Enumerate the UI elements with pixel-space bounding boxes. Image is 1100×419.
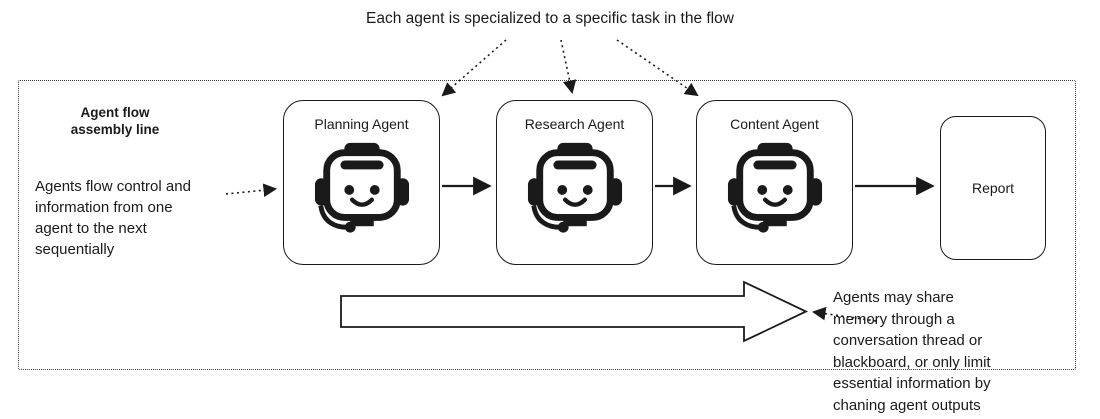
shared-memory-note: Agents may share memory through a conver… [833, 287, 1058, 416]
flow-control-note-line: sequentially [35, 241, 115, 258]
robot-headset-icon [527, 142, 622, 233]
assembly-line-label: Agent flow assembly line [45, 104, 185, 138]
agent-box-content: Content Agent [696, 100, 853, 265]
agent-box-title: Content Agent [730, 116, 819, 132]
assembly-line-label-line1: Agent flow [80, 105, 150, 120]
assembly-line-label-line2: assembly line [70, 122, 160, 137]
flow-control-note: Agents flow control and information from… [35, 176, 245, 260]
report-box: Report [940, 116, 1046, 260]
shared-memory-note-line: conversation thread or [833, 332, 983, 349]
agent-box-research: Research Agent [496, 100, 653, 265]
agent-box-title: Planning Agent [314, 116, 409, 132]
shared-memory-note-line: chaning agent outputs [833, 396, 981, 414]
assembly-line-boundary [18, 80, 1076, 370]
shared-memory-note-line: Agents may share [833, 289, 954, 306]
agent-box-planning: Planning Agent [283, 100, 440, 265]
shared-memory-note-line: memory through a [833, 310, 955, 328]
robot-headset-icon [727, 142, 822, 233]
report-label: Report [971, 180, 1015, 196]
shared-memory-note-line: blackboard, or only limit [833, 353, 991, 371]
flow-control-note-line: Agents flow control and [35, 178, 191, 195]
agent-box-title: Research Agent [524, 116, 625, 132]
flow-control-note-line: information from one [35, 199, 173, 216]
top-caption: Each agent is specialized to a specific … [366, 10, 734, 27]
robot-headset-icon [314, 142, 409, 233]
flow-control-note-line: agent to the next [35, 220, 147, 237]
shared-memory-note-line: essential information by [833, 375, 991, 392]
